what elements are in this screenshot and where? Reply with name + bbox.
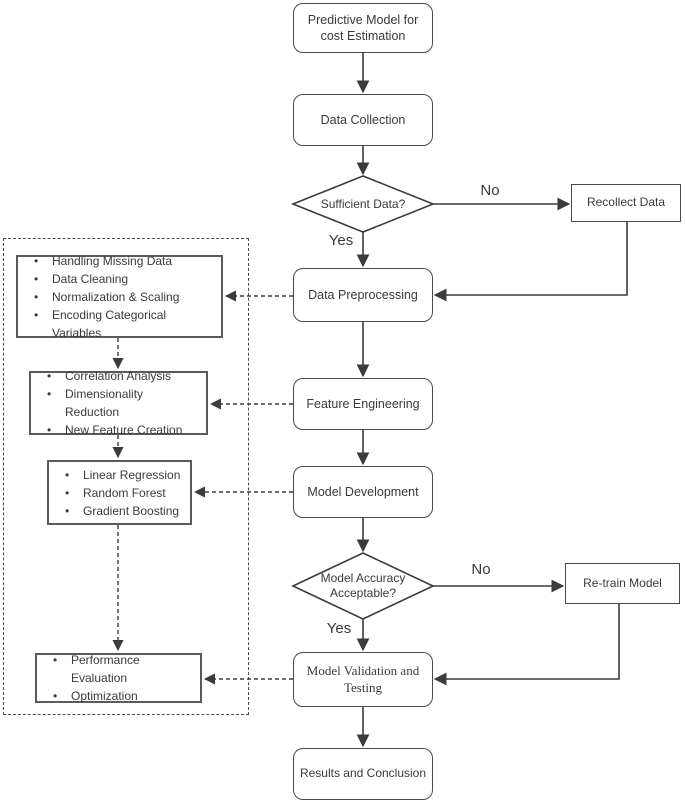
list-item: Gradient Boosting [65, 502, 184, 520]
list-item: Optimization [53, 687, 194, 705]
node-label: Model Development [307, 484, 419, 499]
edge-retrain-to-validation [433, 604, 620, 686]
label-accuracy-yes: Yes [326, 620, 352, 637]
panel-model-validation-details: Performance Evaluation Optimization [35, 653, 202, 703]
decision-label: Model Accuracy Acceptable? [320, 571, 406, 600]
list-item-label: Random Forest [83, 485, 166, 500]
node-data-preprocessing: Data Preprocessing [293, 268, 433, 322]
list-item-label: Data Cleaning [52, 271, 129, 286]
list-item-label: Gradient Boosting [83, 503, 180, 518]
node-data-collection: Data Collection [293, 94, 433, 146]
list-item-label: Performance Evaluation [71, 653, 140, 685]
edge-recollect-to-preprocessing [433, 222, 628, 302]
list-item: Dimensionality Reduction [47, 385, 200, 421]
node-label: Predictive Model for cost Estimation [307, 12, 419, 43]
list-item-label: Encoding Categorical Variables [52, 307, 167, 340]
node-feature-engineering: Feature Engineering [293, 378, 433, 430]
node-label: Re-train Model [583, 575, 662, 590]
details-panel-border [3, 238, 249, 715]
node-model-development: Model Development [293, 466, 433, 518]
panel-data-preprocessing-details: Handling Missing Data Data Cleaning Norm… [16, 252, 223, 340]
node-label: Results and Conclusion [299, 766, 427, 781]
list-item: Encoding Categorical Variables [34, 306, 215, 342]
node-label: Recollect Data [586, 195, 666, 210]
list-item-label: Correlation Analysis [65, 369, 172, 383]
decision-sufficient-data: Sufficient Data? [303, 182, 423, 226]
node-results-conclusion: Results and Conclusion [293, 748, 433, 800]
list-item-label: Dimensionality Reduction [65, 387, 144, 419]
panel-feature-engineering-details: Correlation Analysis Dimensionality Redu… [29, 369, 208, 437]
list-item: Normalization & Scaling [34, 288, 215, 306]
list-item: Data Cleaning [34, 270, 215, 288]
node-model-validation: Model Validation and Testing [293, 652, 433, 707]
label-sufficient-yes: Yes [328, 232, 354, 249]
list-item-label: Normalization & Scaling [52, 289, 180, 304]
list-item-label: New Feature Creation [65, 423, 183, 437]
list-item: Performance Evaluation [53, 651, 194, 687]
node-label: Feature Engineering [306, 396, 420, 411]
label-sufficient-no: No [480, 182, 500, 199]
decision-label: Sufficient Data? [320, 196, 406, 211]
list-item: New Feature Creation [47, 421, 200, 439]
list-item-label: Handling Missing Data [52, 253, 173, 268]
label-accuracy-no: No [471, 561, 491, 578]
list-item: Handling Missing Data [34, 252, 215, 270]
node-retrain-model: Re-train Model [565, 563, 680, 604]
node-label: Data Collection [320, 112, 406, 127]
node-recollect-data: Recollect Data [571, 184, 681, 222]
list-item: Correlation Analysis [47, 367, 200, 385]
decision-model-accuracy: Model Accuracy Acceptable? [303, 558, 423, 614]
node-label: Model Validation and Testing [306, 662, 420, 695]
list-item-label: Optimization [71, 689, 138, 703]
list-item-label: Linear Regression [83, 467, 181, 482]
node-label: Data Preprocessing [308, 287, 418, 302]
list-item: Linear Regression [65, 466, 184, 484]
panel-model-development-details: Linear Regression Random Forest Gradient… [47, 460, 192, 525]
list-item: Random Forest [65, 484, 184, 502]
node-predictive-model: Predictive Model for cost Estimation [293, 3, 433, 53]
